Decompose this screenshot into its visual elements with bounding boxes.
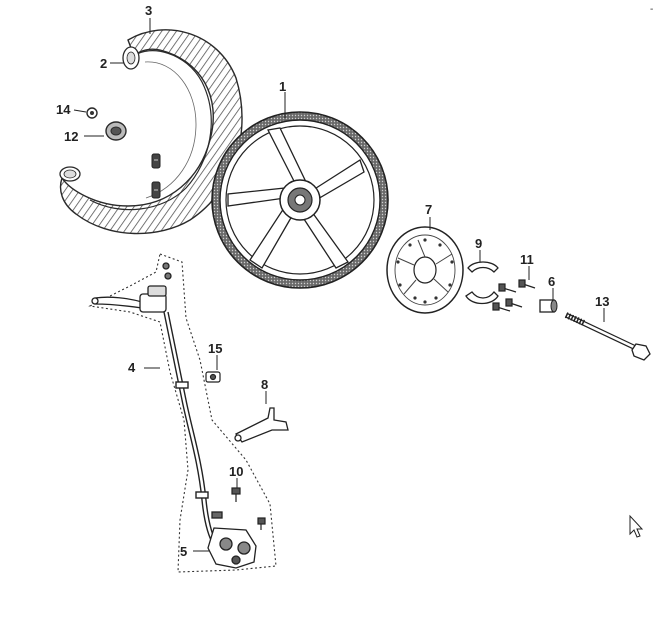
spacer-collar: [105, 121, 127, 141]
wheel-rim: [211, 111, 389, 289]
tire: [59, 29, 243, 235]
disc-bolts: [492, 279, 536, 312]
disc-clip-pair: [465, 261, 499, 305]
front-axle: [564, 312, 651, 361]
callout-6: 6: [548, 274, 555, 289]
callout-10: 10: [229, 464, 243, 479]
callout-15: 15: [208, 341, 222, 356]
brake-assembly-outline: [88, 253, 277, 573]
brake-master-cylinder: [91, 262, 172, 313]
axle-spacer: [539, 299, 558, 313]
callout-11: 11: [520, 252, 534, 267]
callout-7: 7: [425, 202, 432, 217]
callout-5: 5: [180, 544, 187, 559]
callout-8: 8: [261, 377, 268, 392]
brake-disc: [386, 226, 464, 314]
callout-9: 9: [475, 236, 482, 251]
callout-2: 2: [100, 56, 107, 71]
leader-lines: [73, 18, 605, 552]
caliper-bolts: [231, 487, 266, 530]
callout-4: 4: [128, 360, 136, 375]
callout-13: 13: [595, 294, 609, 309]
valve-stems: [151, 153, 161, 199]
callout-3: 3: [145, 3, 152, 18]
callout-1: 1: [279, 79, 286, 94]
brake-caliper: [207, 511, 257, 569]
hose-bracket: [234, 407, 289, 443]
corner-mark: -: [650, 4, 653, 15]
nut-small: [86, 107, 98, 119]
callout-14: 14: [56, 102, 71, 117]
callout-12: 12: [64, 129, 78, 144]
hose-clip: [205, 371, 221, 383]
mouse-pointer-icon: [629, 514, 644, 538]
brake-hose: [163, 311, 219, 547]
